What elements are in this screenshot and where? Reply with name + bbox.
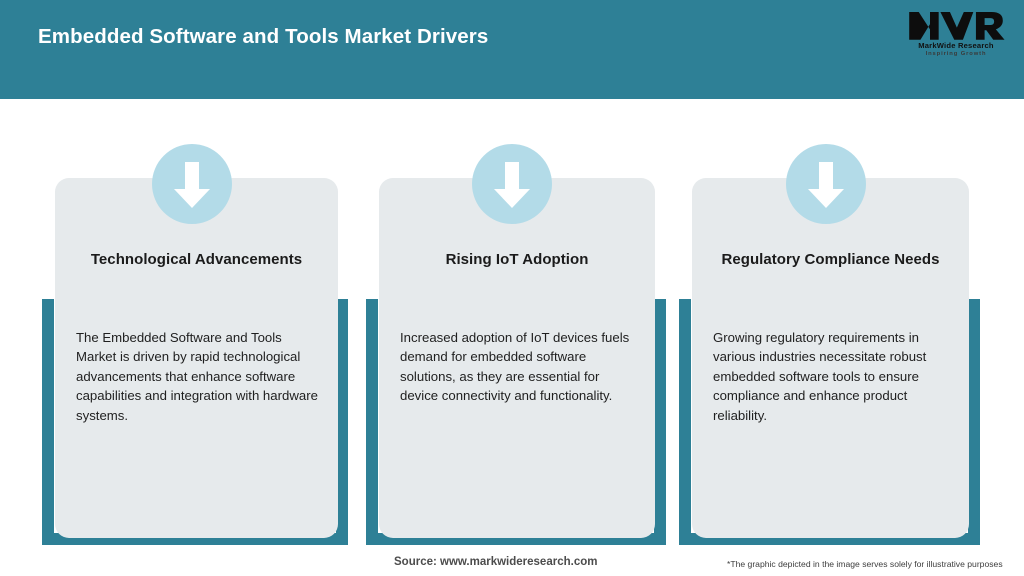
card-title: Regulatory Compliance Needs (721, 251, 940, 268)
page-title: Embedded Software and Tools Market Drive… (38, 25, 489, 48)
disclaimer-note: *The graphic depicted in the image serve… (727, 559, 1003, 569)
logo-tagline: Inspiring Growth (925, 51, 987, 57)
down-arrow-icon (786, 144, 866, 224)
card-title: Rising IoT Adoption (445, 251, 589, 268)
brand-logo: MarkWide Research Inspiring Growth (904, 8, 1008, 62)
card-title: Technological Advancements (90, 251, 303, 268)
card-panel: Rising IoT Adoption Increased adoption o… (379, 178, 655, 538)
card-body: Increased adoption of IoT devices fuels … (400, 330, 630, 404)
card-body: Growing regulatory requirements in vario… (713, 330, 927, 423)
card-body: The Embedded Software and Tools Market i… (76, 330, 318, 423)
header-banner: Embedded Software and Tools Market Drive… (0, 0, 1024, 99)
card-panel: Regulatory Compliance Needs Growing regu… (692, 178, 969, 538)
driver-card-1: Technological Advancements The Embedded … (42, 99, 348, 559)
source-note: Source: www.markwideresearch.com (394, 556, 598, 568)
driver-card-2: Rising IoT Adoption Increased adoption o… (366, 99, 672, 559)
driver-card-3: Regulatory Compliance Needs Growing regu… (679, 99, 985, 559)
card-frame (366, 299, 666, 545)
cards-area: Technological Advancements The Embedded … (0, 99, 1024, 576)
down-arrow-icon (152, 144, 232, 224)
mwr-logo-icon (909, 12, 1005, 40)
card-panel: Technological Advancements The Embedded … (55, 178, 338, 538)
logo-company-name: MarkWide Research (918, 41, 994, 50)
down-arrow-icon (472, 144, 552, 224)
